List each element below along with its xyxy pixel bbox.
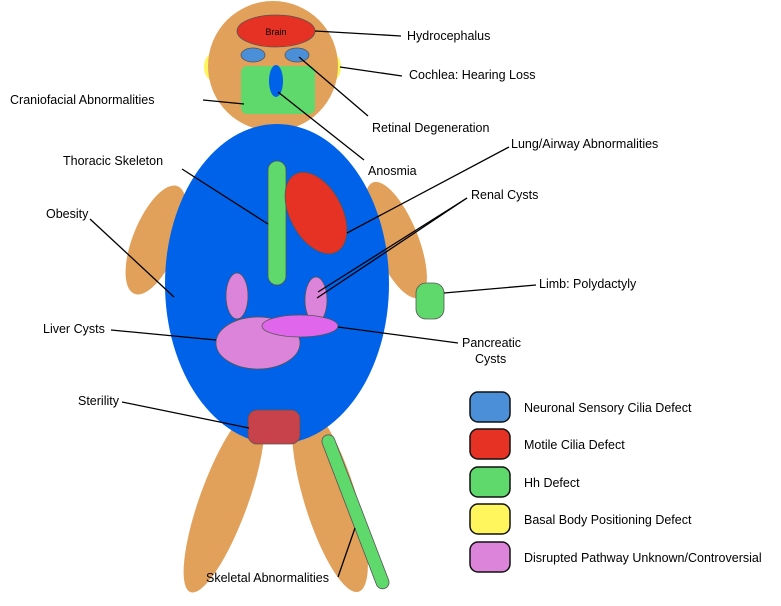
label-hydrocephalus: Hydrocephalus [407,29,490,43]
label-obesity: Obesity [46,207,89,221]
nose [269,65,283,97]
label-anosmia: Anosmia [368,164,417,178]
label-pancreatic-2: Cysts [475,352,506,366]
legend-item: Disrupted Pathway Unknown/Controversial [470,542,762,572]
legend-swatch [470,392,510,422]
sterility-region [248,410,300,444]
right-eye [285,48,309,62]
legend-swatch [470,429,510,459]
label-craniofacial: Craniofacial Abnormalities [10,93,155,107]
label-retinal: Retinal Degeneration [372,121,489,135]
label-renal: Renal Cysts [471,188,538,202]
left-eye [241,48,265,62]
label-limb: Limb: Polydactyly [539,277,637,291]
legend-swatch [470,542,510,572]
legend-item: Hh Defect [470,467,580,497]
label-thoracic: Thoracic Skeleton [63,154,163,168]
label-sterility: Sterility [78,394,120,408]
label-liver: Liver Cysts [43,322,105,336]
legend-label: Neuronal Sensory Cilia Defect [524,401,692,415]
legend-item: Motile Cilia Defect [470,429,625,459]
legend: Neuronal Sensory Cilia Defect Motile Cil… [470,392,762,572]
legend-swatch [470,504,510,534]
limb-hand [416,283,444,319]
brain-label: Brain [265,27,286,37]
left-kidney [226,273,248,319]
label-cochlea: Cochlea: Hearing Loss [409,68,535,82]
label-skeletal: Skeletal Abnormalities [206,571,329,585]
legend-item: Neuronal Sensory Cilia Defect [470,392,692,422]
legend-label: Disrupted Pathway Unknown/Controversial [524,551,762,565]
legend-label: Motile Cilia Defect [524,438,625,452]
legend-label: Basal Body Positioning Defect [524,513,692,527]
pancreas [262,315,338,337]
legend-swatch [470,467,510,497]
thoracic-skeleton [268,161,286,285]
legend-label: Hh Defect [524,476,580,490]
legend-item: Basal Body Positioning Defect [470,504,692,534]
label-pancreatic-1: Pancreatic [462,336,521,350]
label-lung: Lung/Airway Abnormalities [511,137,658,151]
